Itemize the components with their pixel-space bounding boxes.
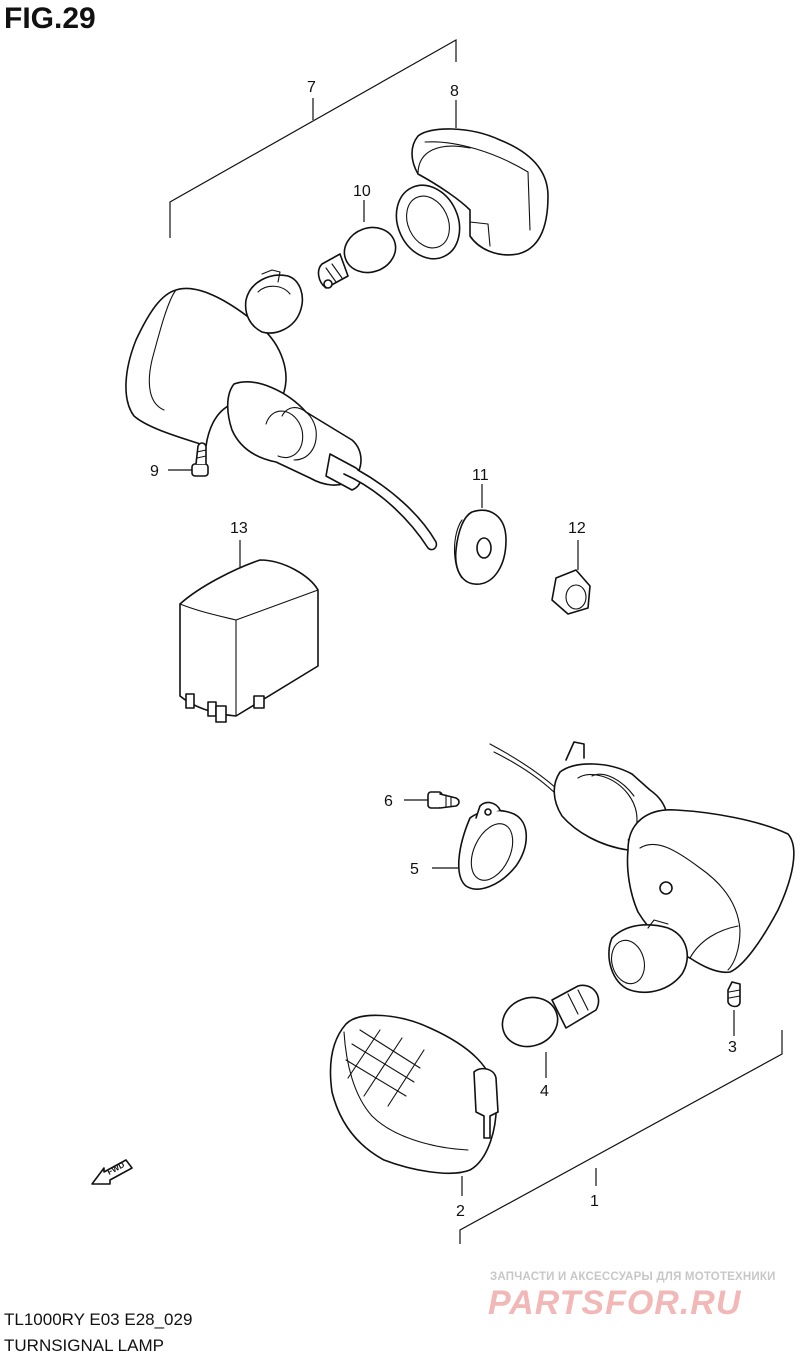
screw-9 [168,442,209,477]
assembly-1-bracket [459,1030,783,1244]
model-code: TL1000RY E03 E28_029 [4,1310,193,1329]
callout-10: 10 [353,183,371,200]
lens-cover-2 [329,1014,499,1175]
callout-9: 9 [150,463,159,480]
fwd-arrow: FWD [91,1159,133,1185]
grommet-11 [454,484,507,585]
callout-13: 13 [230,520,248,537]
callout-3: 3 [728,1039,737,1056]
nut-12 [551,540,591,615]
callout-11: 11 [472,467,489,484]
part-group-name: TURNSIGNAL LAMP [4,1336,164,1355]
gasket-5 [432,801,527,890]
bulb-socket [608,919,689,994]
callout-6: 6 [384,793,393,810]
callout-12: 12 [568,520,586,537]
watermark-brand: PARTSFOR.RU [488,1284,742,1322]
bulb-4 [501,984,600,1078]
watermark-tagline: ЗАПЧАСТИ И АКСЕССУАРЫ ДЛЯ МОТОТЕХНИКИ [490,1271,776,1283]
callout-4: 4 [540,1083,549,1100]
callout-1: 1 [590,1193,599,1210]
relay-13 [179,540,319,723]
lens-cover-8 [395,128,549,260]
callout-5: 5 [410,861,419,878]
lamp-housing-upper [125,269,438,551]
callout-2: 2 [456,1203,465,1220]
callout-7: 7 [307,79,316,96]
assembly-7-bracket [169,38,457,238]
callout-8: 8 [450,83,459,100]
screw-6 [404,791,460,809]
figure-title: FIG.29 [4,2,96,35]
screw-3 [727,981,741,1036]
bulb-10 [317,200,397,289]
